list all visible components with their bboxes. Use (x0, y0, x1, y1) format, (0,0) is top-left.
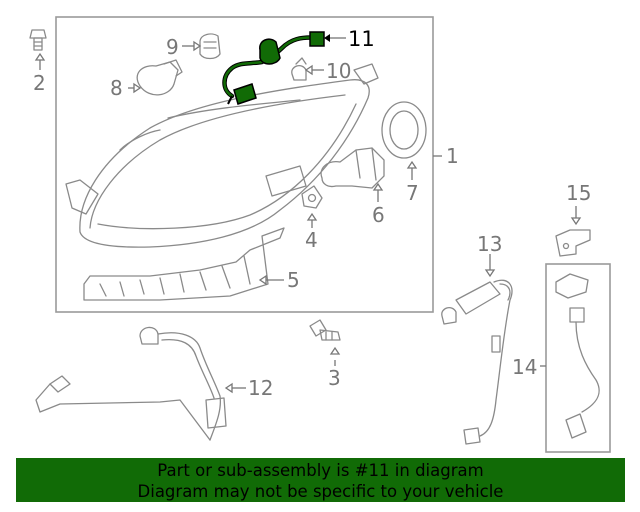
callout-5: 5 (287, 268, 300, 292)
socket-9 (199, 33, 221, 60)
seal-ring-7 (381, 101, 427, 159)
info-banner: Part or sub-assembly is #11 in diagram D… (16, 458, 625, 502)
headlamp-housing (65, 63, 379, 248)
callout-15: 15 (566, 181, 591, 205)
side-marker-box (545, 263, 611, 453)
callout-11-highlighted: 11 (348, 27, 375, 51)
callout-10: 10 (326, 59, 351, 83)
side-marker-14 (555, 273, 600, 439)
callout-2: 2 (33, 71, 46, 95)
screw-2 (29, 29, 47, 51)
wiring-harness-11 (222, 31, 325, 105)
headlamp-assembly-box (55, 16, 434, 313)
harness-13 (441, 279, 513, 445)
bulb-8 (136, 59, 183, 96)
callout-9: 9 (166, 35, 179, 59)
callout-1: 1 (446, 144, 459, 168)
callout-13: 13 (477, 232, 502, 256)
callout-12: 12 (248, 376, 273, 400)
callout-14: 14 (512, 355, 537, 379)
callout-7: 7 (406, 181, 419, 205)
bolt-3 (309, 319, 341, 341)
callout-8: 8 (110, 76, 123, 100)
callout-4: 4 (305, 228, 318, 252)
banner-line-2: Diagram may not be specific to your vehi… (137, 482, 504, 501)
leader-lines (34, 34, 582, 394)
bracket-15 (555, 229, 591, 257)
callout-6: 6 (372, 203, 385, 227)
callout-3: 3 (328, 366, 341, 390)
lower-bracket (83, 227, 285, 301)
bulb-10 (291, 57, 307, 81)
banner-line-1: Part or sub-assembly is #11 in diagram (157, 461, 484, 480)
bulb-6 (320, 147, 385, 189)
harness-12 (35, 326, 227, 441)
gasket-4 (301, 185, 323, 209)
